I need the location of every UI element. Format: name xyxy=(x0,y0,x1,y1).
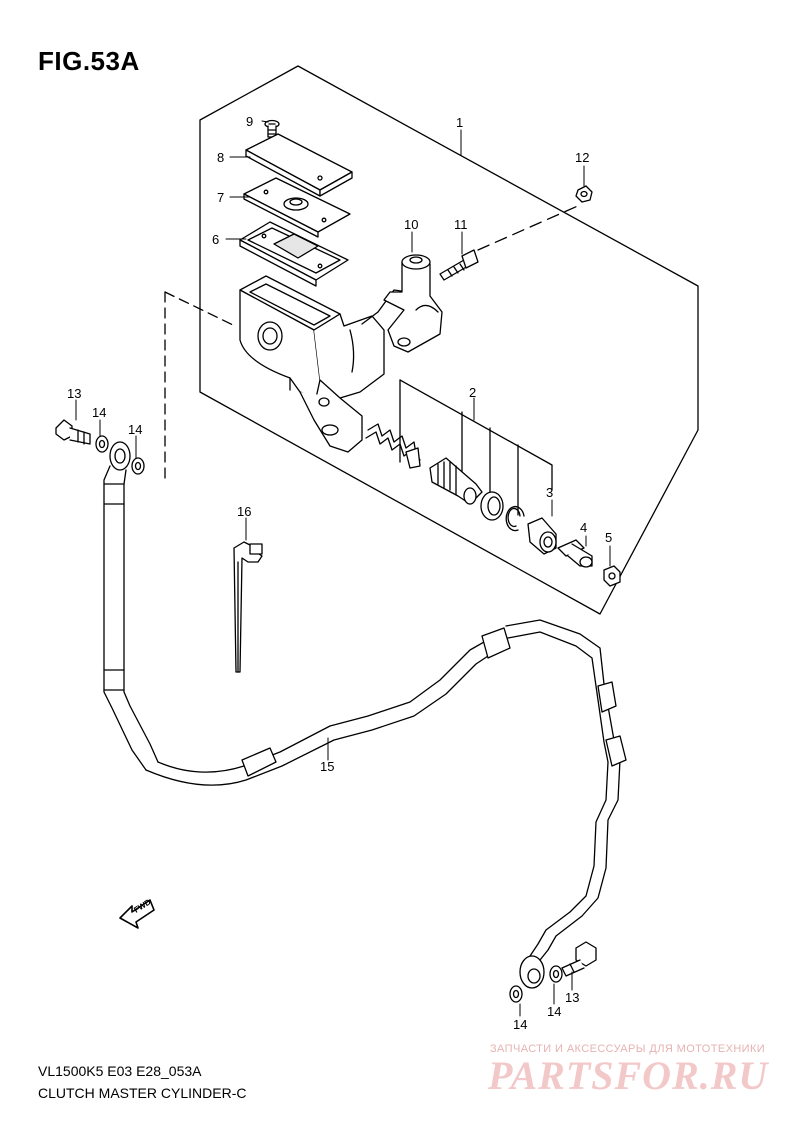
assembly-boundary xyxy=(199,65,699,615)
diaphragm-part-6 xyxy=(239,221,349,287)
watermark-tagline: ЗАПЧАСТИ И АКСЕССУАРЫ ДЛЯ МОТОТЕХНИКИ xyxy=(490,1043,766,1055)
washer-part-14-right-a xyxy=(549,965,563,983)
cap-plate-part-8 xyxy=(245,133,353,197)
watermark-brand: PARTSFOR.RU xyxy=(488,1053,769,1098)
part-label-6: 6 xyxy=(212,232,219,247)
part-label-15: 15 xyxy=(320,759,334,774)
seal-ring xyxy=(480,491,504,521)
part-label-1: 1 xyxy=(456,115,463,130)
rod-nut-part-5 xyxy=(603,565,621,587)
part-label-13-right: 13 xyxy=(565,990,579,1005)
clamp-bolt-part-11 xyxy=(439,249,479,281)
hose-part-15 xyxy=(103,441,627,989)
part-number-labels: 1 2 3 4 5 6 7 8 9 10 11 12 13 13 14 14 1… xyxy=(67,114,612,1032)
part-label-14-right-a: 14 xyxy=(547,1004,561,1019)
boot-part-3 xyxy=(527,517,557,555)
part-label-14-left-a: 14 xyxy=(92,405,106,420)
clamp-part-16 xyxy=(233,541,263,673)
part-label-4: 4 xyxy=(580,520,587,535)
part-label-13-left: 13 xyxy=(67,386,81,401)
part-label-8: 8 xyxy=(217,150,224,165)
screw-part-9 xyxy=(264,119,280,138)
footer-model-code: VL1500K5 E03 E28_053A xyxy=(38,1063,202,1079)
washer-part-14-right-b xyxy=(509,985,523,1003)
push-rod-part-4 xyxy=(557,539,593,568)
circlip xyxy=(505,505,525,532)
washer-part-14-left-a xyxy=(95,435,109,453)
part-label-14-left-b: 14 xyxy=(128,422,142,437)
part-label-9: 9 xyxy=(246,114,253,129)
label-leaders xyxy=(75,120,611,1017)
master-cylinder-body-part-1 xyxy=(239,275,409,453)
piston xyxy=(429,457,483,505)
banjo-bolt-part-13-left xyxy=(55,419,91,445)
footer-caption: CLUTCH MASTER CYLINDER-C xyxy=(38,1085,247,1101)
part-label-10: 10 xyxy=(404,217,418,232)
hose-dash-leaders xyxy=(164,291,234,483)
part-label-12: 12 xyxy=(575,150,589,165)
part-label-7: 7 xyxy=(217,190,224,205)
part-label-3: 3 xyxy=(546,485,553,500)
bracket-dash-leader xyxy=(477,204,581,251)
figure-title: FIG.53A xyxy=(38,46,140,76)
nut-part-12 xyxy=(575,185,593,203)
banjo-bolt-part-13-right xyxy=(561,941,597,977)
part-label-11: 11 xyxy=(454,217,468,232)
part-label-2: 2 xyxy=(469,385,476,400)
part-label-16: 16 xyxy=(237,504,251,519)
piston-spring xyxy=(365,423,421,469)
part-label-5: 5 xyxy=(605,530,612,545)
clamp-part-10 xyxy=(383,254,443,353)
washer-part-14-left-b xyxy=(131,457,145,475)
piston-kit-bracket xyxy=(399,379,553,516)
forward-arrow-icon: FWD xyxy=(119,897,155,929)
part-label-14-right-b: 14 xyxy=(513,1017,527,1032)
